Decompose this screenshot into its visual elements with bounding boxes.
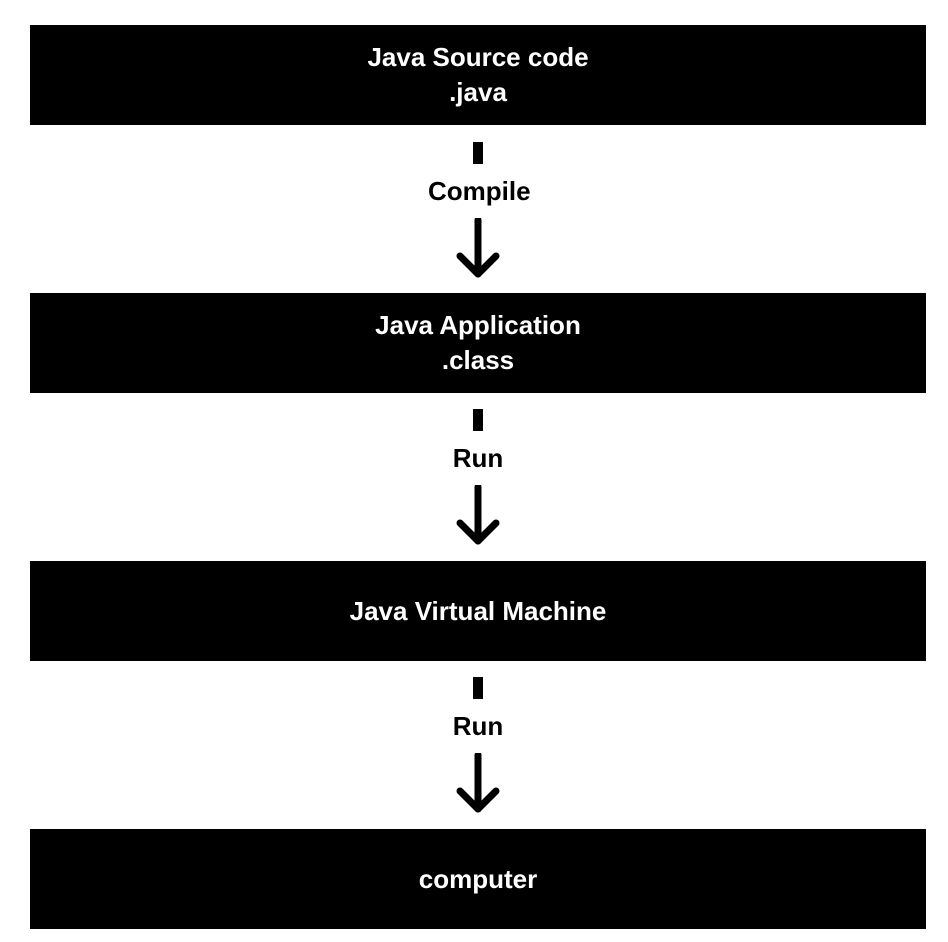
- down-arrow-icon: [456, 753, 500, 813]
- arrow-dash: [473, 142, 483, 164]
- box-title: Java Application: [375, 310, 581, 340]
- run-arrow: Run: [428, 409, 528, 545]
- java-application-box: Java Application .class: [30, 293, 926, 393]
- box-subtitle: .class: [441, 345, 515, 375]
- arrow-dash: [473, 409, 483, 431]
- box-title: Java Source code: [367, 42, 589, 72]
- box-title: Java Virtual Machine: [349, 595, 607, 626]
- arrow-label-compile: Compile: [428, 174, 531, 208]
- arrow-label-run: Run: [428, 441, 528, 475]
- box-subtitle: .java: [449, 77, 507, 107]
- down-arrow-icon: [456, 485, 500, 545]
- run-arrow: Run: [428, 677, 528, 813]
- down-arrow-icon: [456, 218, 500, 278]
- arrow-dash: [473, 677, 483, 699]
- compile-arrow: Compile: [428, 142, 531, 278]
- computer-box: computer: [30, 829, 926, 929]
- java-virtual-machine-box: Java Virtual Machine: [30, 561, 926, 661]
- arrow-label-run: Run: [428, 709, 528, 743]
- box-title: computer: [418, 863, 538, 894]
- java-source-code-box: Java Source code .java: [30, 25, 926, 125]
